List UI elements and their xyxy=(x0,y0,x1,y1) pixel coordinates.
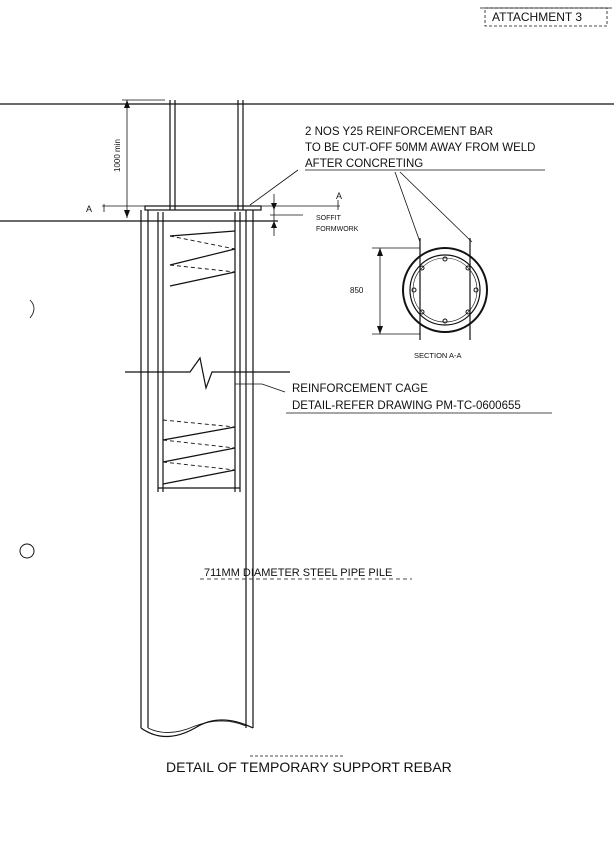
attachment-box: ATTACHMENT 3 xyxy=(484,7,608,27)
section-line: A A xyxy=(86,191,342,214)
formwork-label: FORMWORK xyxy=(316,226,359,233)
soffit-dimension: SOFFIT FORMWORK xyxy=(270,194,359,236)
footer-title: DETAIL OF TEMPORARY SUPPORT REBAR xyxy=(166,759,452,775)
bar-note-leader xyxy=(249,169,299,206)
cage-note: REINFORCEMENT CAGE DETAIL-REFER DRAWING … xyxy=(286,383,552,414)
dimension-1000: 1000 min xyxy=(113,99,165,218)
footer-title-group: DETAIL OF TEMPORARY SUPPORT REBAR xyxy=(166,755,452,775)
section-leader-2 xyxy=(399,171,473,243)
bar-note-line3: AFTER CONCRETING xyxy=(305,158,423,170)
punch-hole-1 xyxy=(29,299,35,319)
punch-hole-2 xyxy=(19,543,35,559)
pile-label: 711MM DIAMETER STEEL PIPE PILE xyxy=(204,567,392,579)
bar-note: 2 NOS Y25 REINFORCEMENT BAR TO BE CUT-OF… xyxy=(305,126,545,171)
cage-lower xyxy=(158,419,240,489)
cage-line2: DETAIL-REFER DRAWING PM-TC-0600655 xyxy=(292,400,521,412)
dim-850: 850 xyxy=(350,286,364,295)
attachment-label: ATTACHMENT 3 xyxy=(492,10,582,24)
depth-label: 1000 min xyxy=(113,139,122,172)
cage-line1: REINFORCEMENT CAGE xyxy=(292,383,428,395)
top-plate xyxy=(144,205,262,211)
steel-pipe-pile xyxy=(140,210,254,738)
break-symbol xyxy=(125,356,290,391)
pile-label-group: 711MM DIAMETER STEEL PIPE PILE xyxy=(200,567,412,580)
section-marker-right: A xyxy=(336,191,342,201)
section-marker-left: A xyxy=(86,204,92,214)
cage-upper xyxy=(157,212,241,492)
section-leader-1 xyxy=(394,171,421,243)
section-a-a: 850 SECTION A-A xyxy=(350,238,488,360)
section-title: SECTION A-A xyxy=(414,351,462,360)
cage-leader xyxy=(235,383,286,393)
reinforcement-bars xyxy=(169,100,244,210)
bar-note-line1: 2 NOS Y25 REINFORCEMENT BAR xyxy=(305,126,493,138)
bar-note-line2: TO BE CUT-OFF 50MM AWAY FROM WELD xyxy=(305,142,535,154)
soffit-label: SOFFIT xyxy=(316,215,342,222)
